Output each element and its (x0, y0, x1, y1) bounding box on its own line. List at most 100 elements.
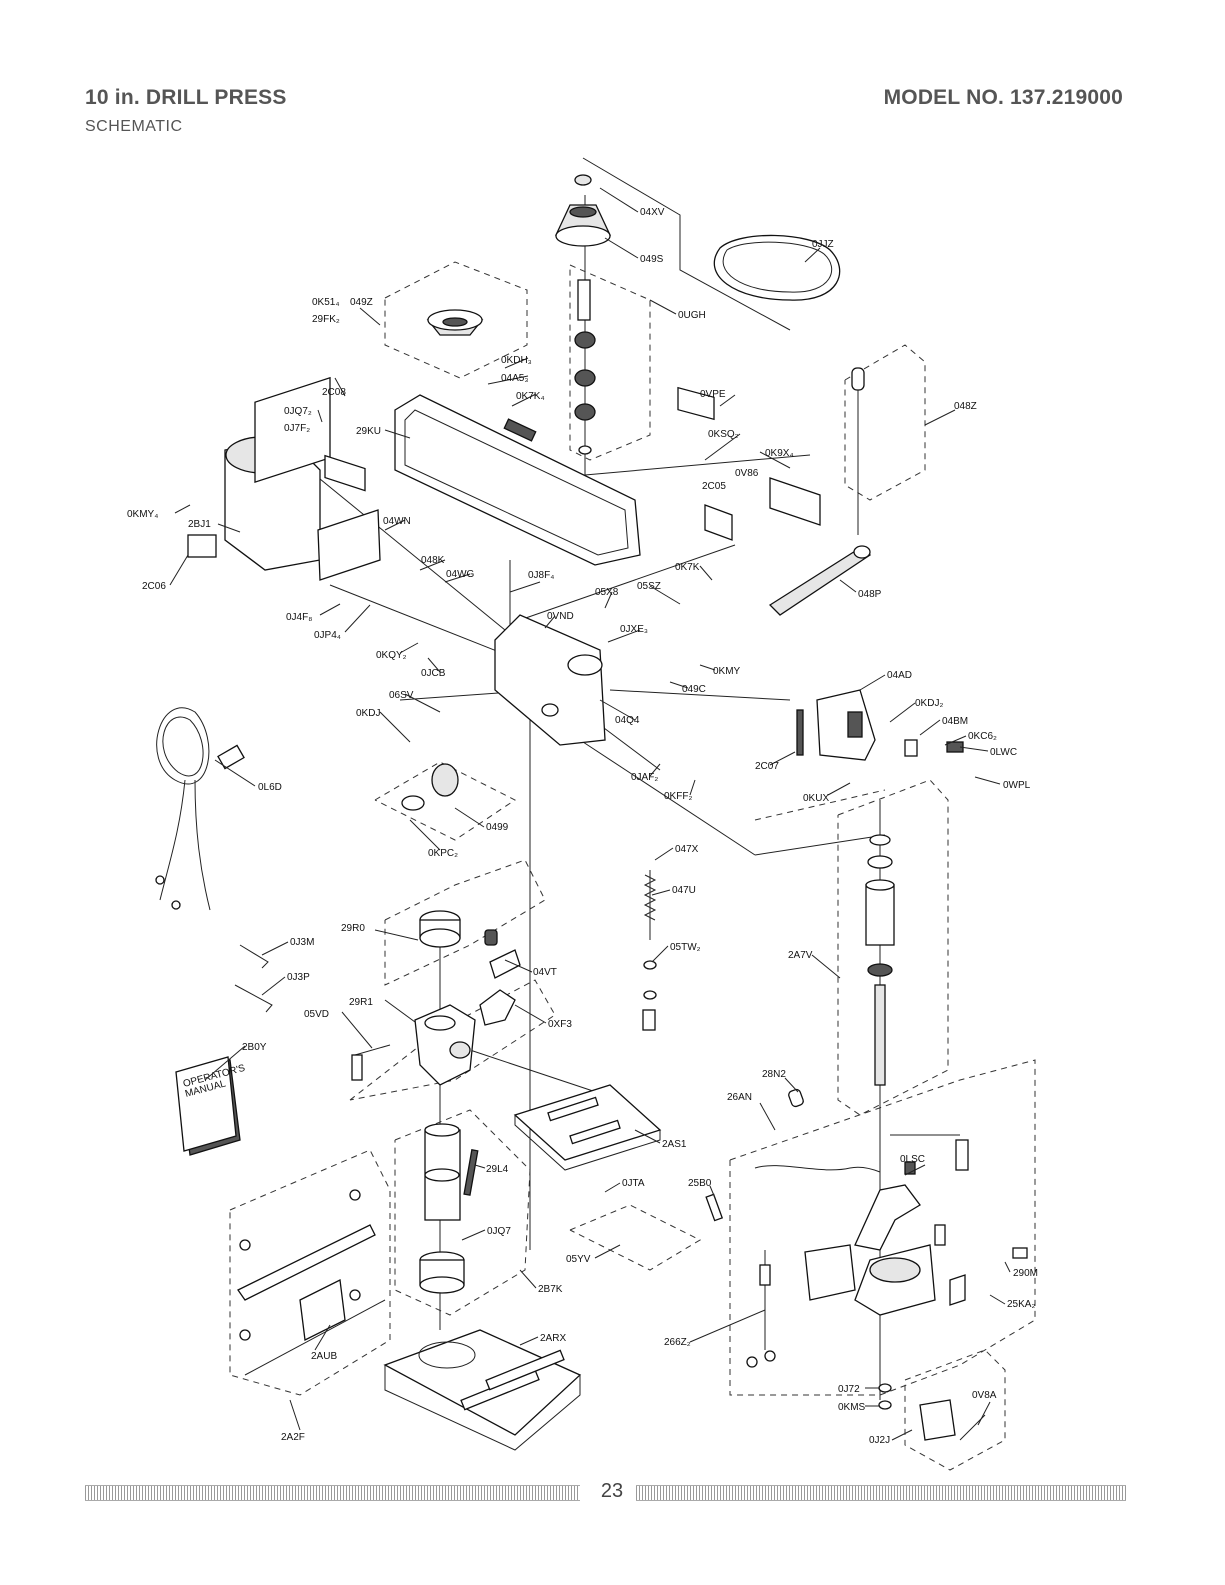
part-label: 0KMS (838, 1402, 866, 1413)
part-label: 25B0 (688, 1178, 712, 1189)
leader-line (359, 307, 381, 326)
leader-line (669, 681, 689, 689)
leader-line (384, 429, 411, 439)
part-label: 0L6D (258, 782, 282, 793)
part-label: 04Q4 (615, 715, 640, 726)
part-label: 2B0Y (242, 1042, 267, 1053)
laser-bracket-icon (854, 1184, 921, 1251)
part-label: 0K51₄ (312, 297, 339, 308)
part-label: 047X (675, 844, 699, 855)
part-label: 0KDJ₂ (915, 698, 943, 709)
leader-line (544, 615, 556, 629)
leader-line (599, 187, 639, 213)
leader-line (989, 1294, 1006, 1305)
part-label: 29R0 (341, 923, 365, 934)
pinion-shaft-icon (768, 547, 872, 616)
part-label: 0KMY₄ (127, 509, 158, 520)
leader-line (654, 847, 674, 861)
leader-line (604, 1182, 621, 1193)
part-label: 0KDJ (356, 708, 380, 719)
part-label: 04BM (942, 716, 968, 727)
part-label: 2ARX (540, 1333, 566, 1344)
leader-line (699, 664, 716, 671)
hex-key-icon (239, 944, 269, 969)
leader-line (289, 1399, 301, 1431)
part-label: 05YV (566, 1254, 591, 1265)
leader-line (649, 585, 681, 605)
leader-line (314, 1324, 331, 1351)
leader-line (384, 999, 416, 1023)
leader-line (261, 976, 286, 996)
part-label: 0V8A (972, 1390, 997, 1401)
part-label: 0J7F₂ (284, 423, 310, 434)
leader-line (341, 1011, 373, 1049)
leader-line (904, 1164, 926, 1176)
part-label: 0KC6₂ (968, 731, 997, 742)
leader-line (509, 581, 541, 593)
part-label: 29KU (356, 426, 381, 437)
leader-line (759, 451, 791, 469)
page-title: 10 in. DRILL PRESS (85, 86, 287, 109)
part-label: 0KMY (713, 666, 741, 677)
leader-line (427, 657, 441, 673)
part-label: 0VPE (700, 389, 726, 400)
leader-line (759, 1102, 776, 1131)
part-label: 04A5₃ (501, 373, 528, 384)
part-label: 0UGH (678, 310, 706, 321)
part-label: 0JJZ (812, 239, 834, 250)
part-label: 049C (682, 684, 706, 695)
part-label: 0JAF₂ (631, 772, 658, 783)
leader-line (461, 1229, 486, 1241)
leader-line (891, 1429, 913, 1441)
part-label: 049S (640, 254, 664, 265)
fence-icon (237, 1224, 376, 1301)
quill-icon (865, 884, 895, 946)
head-casting-icon (494, 614, 606, 746)
spindle-icon (874, 984, 886, 1086)
leader-line (769, 751, 796, 766)
leader-line (174, 504, 191, 514)
part-label: 047U (672, 885, 696, 896)
part-label: 0K9X₄ (765, 448, 794, 459)
switch-box-icon (816, 689, 876, 761)
leader-lines (169, 187, 1011, 1441)
part-label: 04AD (887, 670, 912, 681)
leader-line (651, 889, 671, 896)
leader-line (374, 929, 419, 941)
leader-line (634, 1129, 661, 1144)
leader-line (594, 1244, 621, 1259)
leader-line (607, 629, 641, 643)
leader-line (384, 519, 406, 531)
leader-line (859, 674, 886, 691)
leader-line (519, 1336, 539, 1346)
part-label: 05SZ (637, 581, 661, 592)
part-label: 05VD (304, 1009, 329, 1020)
part-label: 0K7K (675, 562, 700, 573)
leader-line (444, 573, 471, 583)
leader-line (487, 375, 529, 385)
chuck-icon (919, 1399, 956, 1441)
leader-line (399, 642, 419, 654)
part-label: 04VT (533, 967, 557, 978)
part-label: 0JQ7₂ (284, 406, 312, 417)
label-plate-icon (187, 534, 217, 558)
leader-line (319, 603, 341, 616)
feed-hub-icon (431, 763, 459, 797)
leader-line (419, 559, 446, 571)
part-label: 0J3P (287, 972, 310, 983)
part-label: 2A7V (788, 950, 813, 961)
leader-line (974, 776, 1001, 785)
part-label: 0J4F₈ (286, 612, 312, 623)
leader-line (344, 604, 371, 633)
part-label: 0XF3 (548, 1019, 572, 1030)
leader-line (379, 711, 411, 743)
part-label: 0KDH₃ (501, 355, 532, 366)
part-label: 0JQ7 (487, 1226, 511, 1237)
part-label: 04WN (383, 516, 411, 527)
part-label: 25KA₂ (1007, 1299, 1035, 1310)
part-label: 2BJ1 (188, 519, 211, 530)
leader-line (959, 746, 989, 752)
part-label: 0KUX (803, 793, 829, 804)
part-label: 0JTA (622, 1178, 645, 1189)
leader-line (409, 819, 441, 851)
